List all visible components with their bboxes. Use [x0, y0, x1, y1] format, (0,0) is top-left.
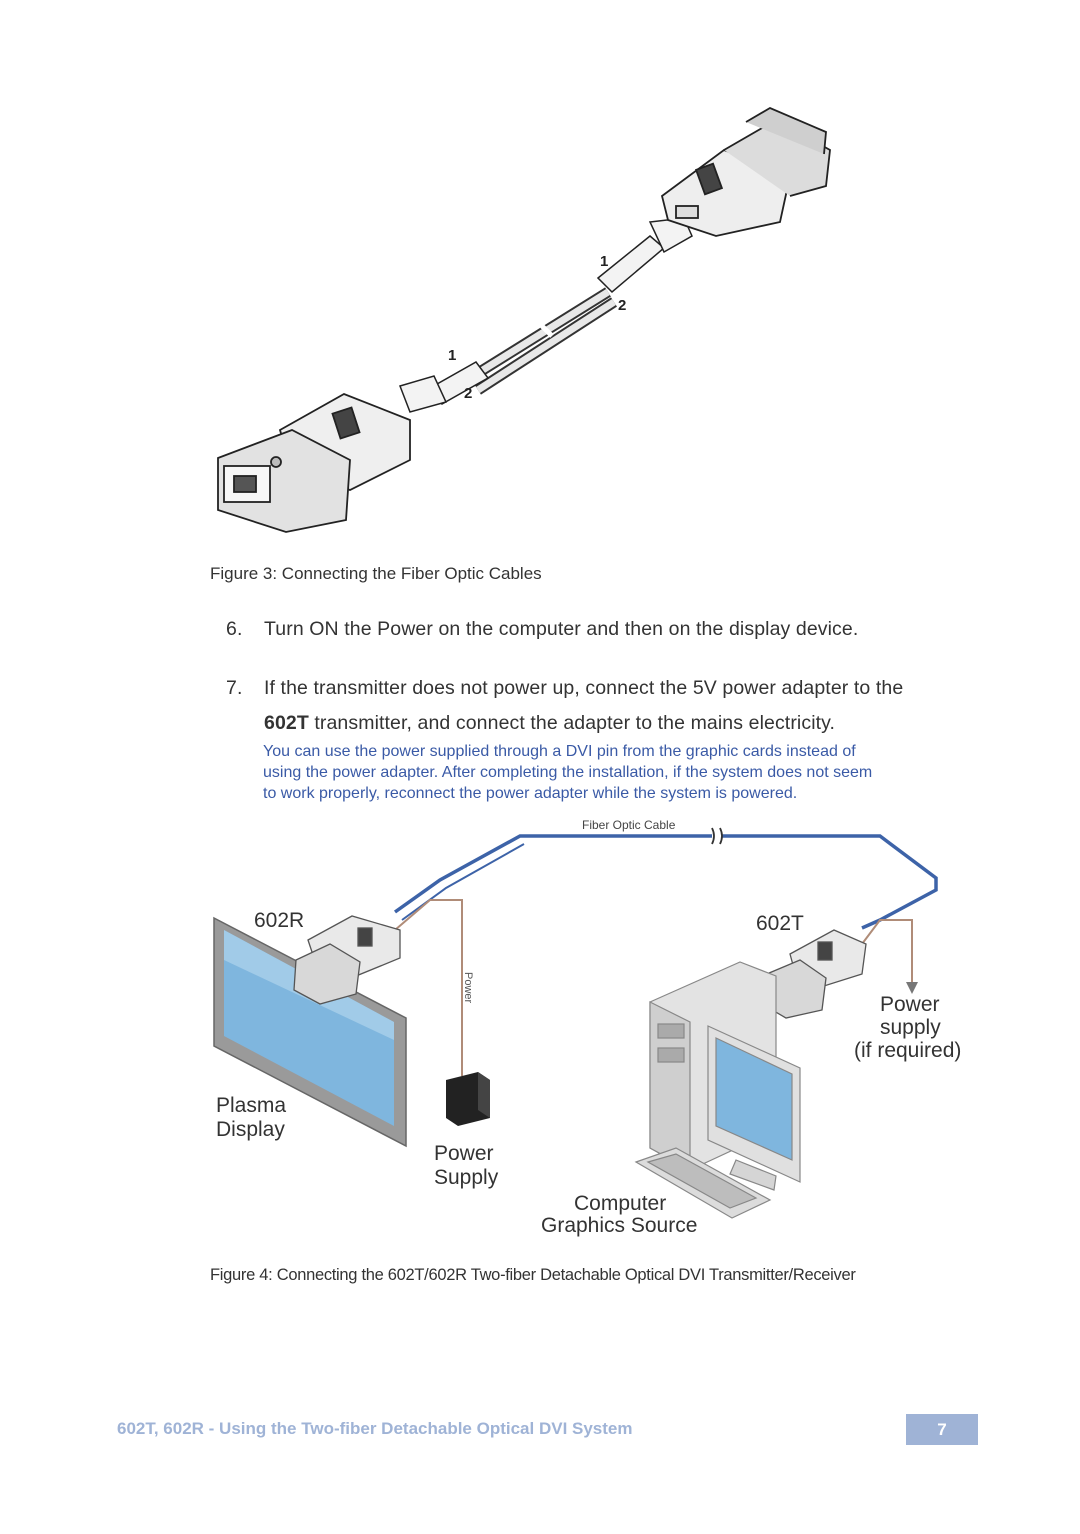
label-602t: 602T	[756, 912, 804, 935]
step-7-text-line2: transmitter, and connect the adapter to …	[308, 712, 836, 734]
cable-number-top-1: 1	[600, 253, 608, 270]
label-plasma: Plasma	[216, 1094, 286, 1117]
step-7-text-line1: If the transmitter does not power up, co…	[264, 677, 904, 699]
figure-3-caption: Figure 3: Connecting the Fiber Optic Cab…	[210, 564, 542, 583]
cable-number-top-2: 2	[618, 297, 626, 314]
label-graphics-source: Graphics Source	[541, 1214, 697, 1237]
fiber-optic-cable-line	[393, 834, 938, 930]
label-computer: Computer	[574, 1192, 666, 1215]
model-602t-bold: 602T	[264, 712, 309, 734]
fiber-optic-cable-label: Fiber Optic Cable	[582, 818, 676, 832]
footer-title: 602T, 602R - Using the Two-fiber Detacha…	[117, 1419, 633, 1438]
step-7-line2: 602T transmitter, and connect the adapte…	[264, 712, 835, 735]
power-cable	[394, 899, 463, 1076]
step-6-text: Turn ON the Power on the computer and th…	[264, 618, 859, 640]
step-7-number: 7.	[226, 677, 243, 699]
label-optional-power-1: Power	[880, 993, 940, 1016]
power-supply-adapter	[446, 1072, 490, 1126]
top-module	[660, 106, 831, 237]
label-optional-power-2: supply	[880, 1016, 941, 1039]
transmitter-module-602t	[761, 929, 867, 1019]
keyboard	[634, 1147, 772, 1219]
note-line-2: using the power adapter. After completin…	[263, 764, 873, 781]
label-display: Display	[216, 1118, 285, 1141]
cable-number-bottom-2: 2	[464, 385, 472, 402]
note-line-3: to work properly, reconnect the power ad…	[263, 785, 798, 802]
label-power-supply-2: Supply	[434, 1166, 499, 1189]
figure-4-connection-diagram: Fiber Optic Cable Power	[213, 818, 961, 1237]
receiver-module-602r	[293, 915, 401, 1005]
step-6-number: 6.	[226, 618, 243, 640]
figure-3-fiber-optic-illustration: 1 2 1 2	[217, 106, 831, 533]
step-6: 6. Turn ON the Power on the computer and…	[0, 618, 1080, 642]
power-note: You can use the power supplied through a…	[263, 741, 983, 804]
note-line-1: You can use the power supplied through a…	[263, 743, 856, 760]
cable-number-bottom-1: 1	[448, 347, 456, 364]
top-lc-connector	[596, 217, 693, 294]
bottom-lc-connector	[399, 361, 490, 413]
fiber-cable-pair	[467, 287, 617, 395]
page-number: 7	[906, 1414, 978, 1445]
step-7: 7. If the transmitter does not power up,…	[0, 677, 1080, 701]
label-optional-power-3: (if required)	[854, 1039, 961, 1062]
figure-4-caption: Figure 4: Connecting the 602T/602R Two-f…	[210, 1266, 856, 1284]
power-arrow-icon	[906, 982, 918, 994]
label-602r: 602R	[254, 909, 304, 932]
bottom-module	[217, 393, 411, 533]
computer-monitor	[707, 1025, 801, 1191]
power-cable-label: Power	[462, 972, 474, 1004]
cable-break-icon	[711, 827, 723, 845]
label-power-supply-1: Power	[434, 1142, 494, 1165]
